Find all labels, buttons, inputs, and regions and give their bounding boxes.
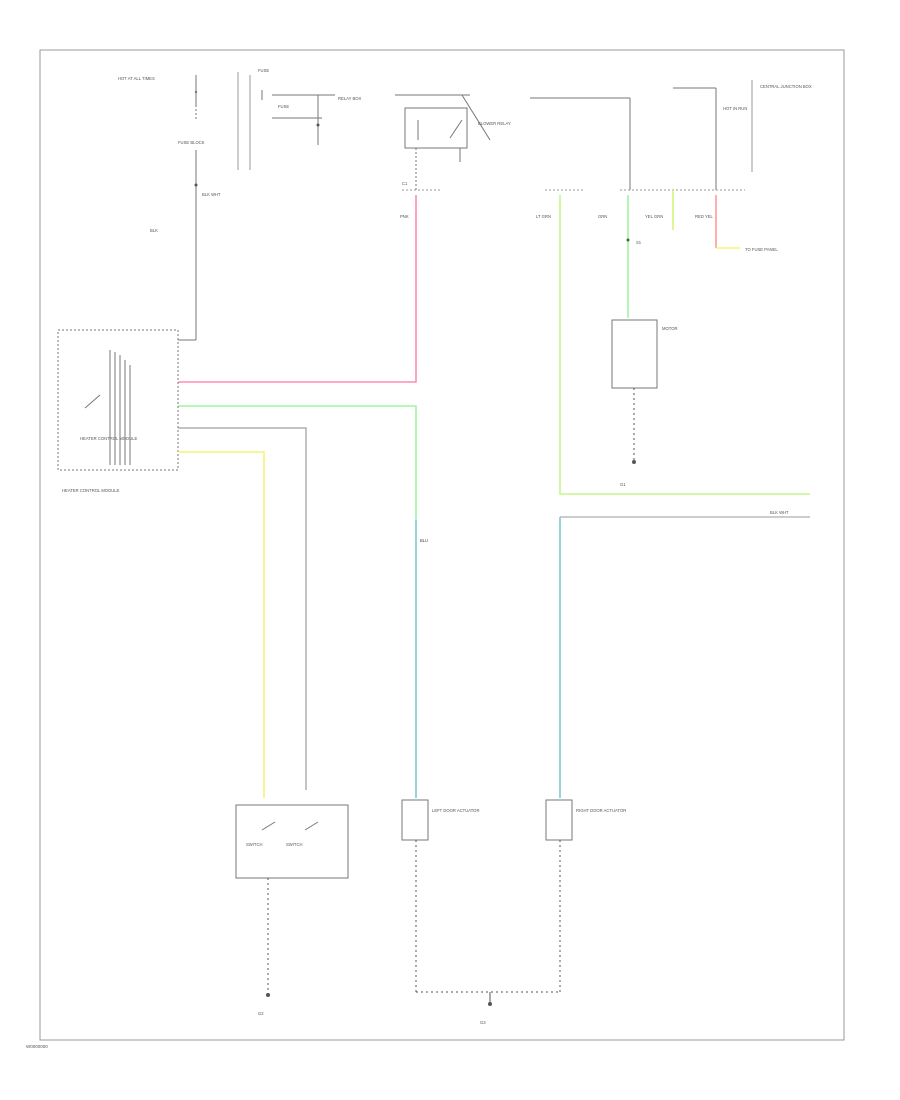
ground-g1-label: G1	[620, 482, 626, 487]
switch-b-label: SWITCH	[286, 842, 303, 847]
fuse-b-label: FUSE	[278, 104, 289, 109]
motor-section: S1 MOTOR G1	[611, 238, 678, 487]
top-left-power-section: HOT AT ALL TIMES FUSE BLOCK BLK WHT BLK	[118, 72, 239, 340]
fuse-a-label: FUSE	[258, 68, 269, 73]
wire-label-blu: BLU	[420, 538, 428, 543]
relay-box-section: FUSE FUSE RELAY BOX	[249, 68, 362, 170]
module-inner-label: HEATER CONTROL MODULE	[80, 436, 137, 441]
right-door-label: RIGHT DOOR ACTUATOR	[576, 808, 626, 813]
wire-label-blk-wht-left: BLK WHT	[202, 192, 221, 197]
blower-relay-label: BLOWER RELAY	[478, 121, 511, 126]
wire-label-lt-grn: LT GRN	[536, 214, 551, 219]
wire-label-blk-left: BLK	[150, 228, 158, 233]
wire-label-pnk: PNK	[400, 214, 409, 219]
central-junction-section: HOT IN RUN CENTRAL JUNCTION BOX	[530, 80, 812, 190]
connector-c1-label: C1	[402, 181, 408, 186]
wire-green-main	[178, 405, 417, 520]
left-door-label: LEFT DOOR ACTUATOR	[432, 808, 479, 813]
diagram-frame	[39, 49, 845, 1041]
wire-green-right	[559, 195, 810, 495]
blower-relay: BLOWER RELAY	[395, 94, 511, 190]
fuse-block-label: FUSE BLOCK	[178, 140, 205, 145]
wire-label-grn-right: GRN	[598, 214, 607, 219]
wire-label-red-yel: RED YEL	[695, 214, 714, 219]
right-door-actuator: RIGHT DOOR ACTUATOR	[545, 799, 626, 992]
motor-label: MOTOR	[662, 326, 678, 331]
splice-s1-label: S1	[636, 240, 642, 245]
central-junction-label: CENTRAL JUNCTION BOX	[760, 84, 812, 89]
wire-yellow	[178, 451, 265, 798]
heater-control-module: HEATER CONTROL MODULE HEATER CONTROL MOD…	[57, 329, 196, 493]
hot-in-run-right-label: HOT IN RUN	[723, 106, 747, 111]
relay-box-label: RELAY BOX	[338, 96, 362, 101]
wire-label-yel-grn: YEL GRN	[645, 214, 663, 219]
hot-at-all-times-label: HOT AT ALL TIMES	[118, 76, 155, 81]
switch-a-label: SWITCH	[246, 842, 263, 847]
wire-gray-switch	[178, 427, 307, 790]
connector-row: C1	[402, 181, 745, 191]
diagram-code: W0000000	[26, 1044, 48, 1049]
wire-label-blk-wht-right: BLK WHT	[770, 510, 789, 515]
ground-g3-label: G3	[480, 1020, 486, 1025]
ground-g2-label: G2	[258, 1011, 264, 1016]
to-fuse-panel-label: TO FUSE PANEL	[745, 247, 778, 252]
wire-pink	[178, 195, 417, 383]
switch-box: SWITCH SWITCH G2	[235, 804, 349, 1016]
left-door-actuator: LEFT DOOR ACTUATOR	[401, 799, 479, 992]
module-outer-label: HEATER CONTROL MODULE	[62, 488, 119, 493]
